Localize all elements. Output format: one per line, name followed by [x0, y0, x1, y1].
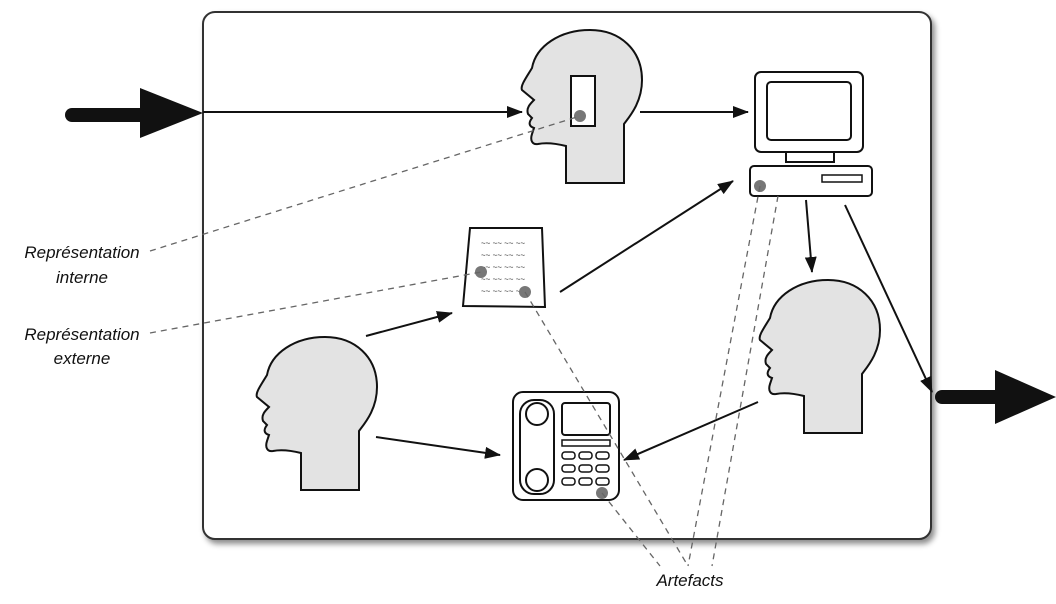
arrow-head-to-telephone	[375, 436, 501, 459]
document-scribble-3: ~~ ~~ ~~ ~~	[481, 263, 525, 272]
internal-representation-dot	[574, 110, 586, 122]
arrow-computer-to-output	[844, 204, 933, 393]
arrow-head-to-document	[365, 311, 453, 337]
system-frame	[202, 11, 932, 540]
annotation-labels: Représentation interne Représentation ex…	[24, 243, 724, 590]
arrow-document-to-computer	[559, 180, 734, 293]
document-scribble-5: ~~ ~~ ~~ ~~	[481, 287, 525, 296]
document-scribble-2: ~~ ~~ ~~ ~~	[481, 251, 525, 260]
computer-icon	[749, 71, 873, 197]
annotation-leaders	[149, 115, 779, 567]
label-external-representation-2: externe	[54, 349, 111, 368]
document-scribble-4: ~~ ~~ ~~ ~~	[481, 275, 525, 284]
information-flow-arrows	[203, 106, 933, 461]
telephone-icon	[512, 391, 620, 501]
document-scribble-1: ~~ ~~ ~~ ~~	[481, 239, 525, 248]
document-icon: ~~ ~~ ~~ ~~ ~~ ~~ ~~ ~~ ~~ ~~ ~~ ~~ ~~ ~…	[461, 227, 547, 309]
arrow-computer-to-head	[804, 199, 817, 273]
label-external-representation-1: Représentation	[24, 325, 139, 344]
label-internal-representation-1: Représentation	[24, 243, 139, 262]
arrow-head-to-telephone-right	[623, 401, 759, 461]
label-artefacts: Artefacts	[655, 571, 724, 590]
output-arrow	[935, 370, 1056, 424]
input-arrow	[65, 88, 203, 138]
label-internal-representation-2: interne	[56, 268, 108, 287]
